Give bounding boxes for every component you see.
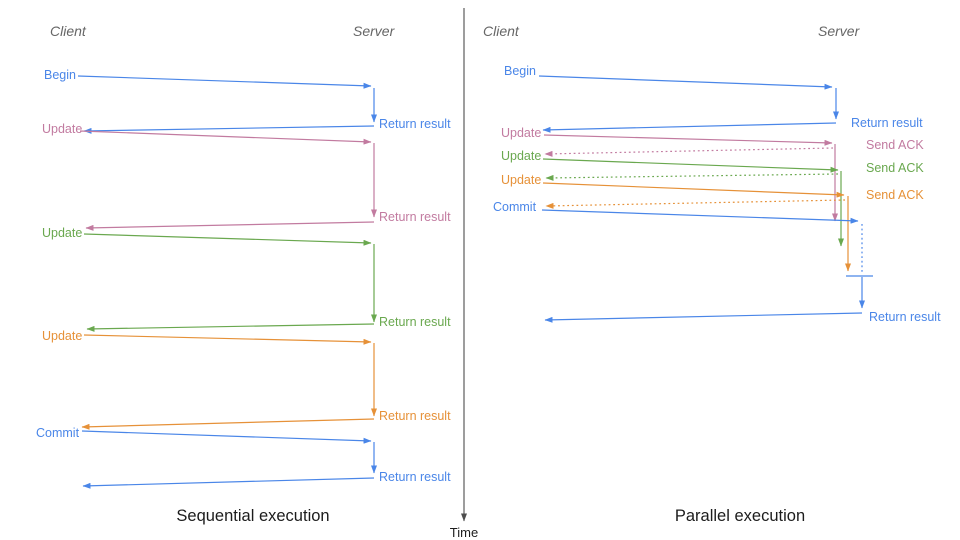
seq-server-header: Server <box>353 23 396 39</box>
par-begin-return-line <box>542 122 837 133</box>
par-update3-request-line <box>542 182 845 198</box>
par-update2-request-line <box>542 158 839 173</box>
time-axis-label: Time <box>450 525 478 540</box>
seq-update2-label: Update <box>42 226 82 240</box>
par-commit-return-line <box>544 312 863 323</box>
par-update1-request-line <box>543 134 833 146</box>
seq-update1-response-label: Return result <box>379 210 451 224</box>
seq-begin-label: Begin <box>44 68 76 82</box>
sequential-diagram: Client Server Begin Return result Update… <box>36 23 451 525</box>
seq-update1-request-line <box>79 130 372 145</box>
seq-begin-request-line <box>77 75 372 89</box>
seq-update1-label: Update <box>42 122 82 136</box>
par-update3-ack-dotted-line <box>545 199 846 209</box>
seq-commit-response-label: Return result <box>379 470 451 484</box>
seq-update2-return-line <box>86 323 375 332</box>
seq-update3-label: Update <box>42 329 82 343</box>
par-server-header: Server <box>818 23 861 39</box>
par-begin-response-label: Return result <box>851 116 923 130</box>
parallel-title: Parallel execution <box>675 507 805 525</box>
seq-begin-response-label: Return result <box>379 117 451 131</box>
sequential-title: Sequential execution <box>176 507 329 525</box>
par-update1-ack-dotted-line <box>544 147 834 157</box>
seq-begin-return-line <box>83 125 375 134</box>
seq-commit-label: Commit <box>36 426 80 440</box>
par-commit-response-label: Return result <box>869 310 941 324</box>
par-commit-label: Commit <box>493 200 537 214</box>
seq-client-header: Client <box>50 23 87 39</box>
seq-commit-request-line <box>81 430 372 444</box>
par-begin-request-line <box>538 75 833 90</box>
par-client-header: Client <box>483 23 520 39</box>
par-update2-ack-label: Send ACK <box>866 161 924 175</box>
seq-update1-return-line <box>85 221 375 231</box>
par-update1-ack-label: Send ACK <box>866 138 924 152</box>
seq-update2-response-label: Return result <box>379 315 451 329</box>
seq-update2-request-line <box>83 233 372 246</box>
par-update3-ack-label: Send ACK <box>866 188 924 202</box>
seq-update3-request-line <box>83 334 372 345</box>
parallel-diagram: Client Server Begin Return result Update… <box>483 23 941 525</box>
seq-commit-return-line <box>82 477 375 489</box>
par-begin-label: Begin <box>504 64 536 78</box>
seq-update3-response-label: Return result <box>379 409 451 423</box>
par-update2-ack-dotted-line <box>545 173 839 181</box>
par-commit-request-line <box>541 209 859 224</box>
seq-update3-return-line <box>81 418 375 430</box>
time-axis: Time <box>450 8 478 540</box>
par-update2-label: Update <box>501 149 541 163</box>
par-update3-label: Update <box>501 173 541 187</box>
par-update1-label: Update <box>501 126 541 140</box>
